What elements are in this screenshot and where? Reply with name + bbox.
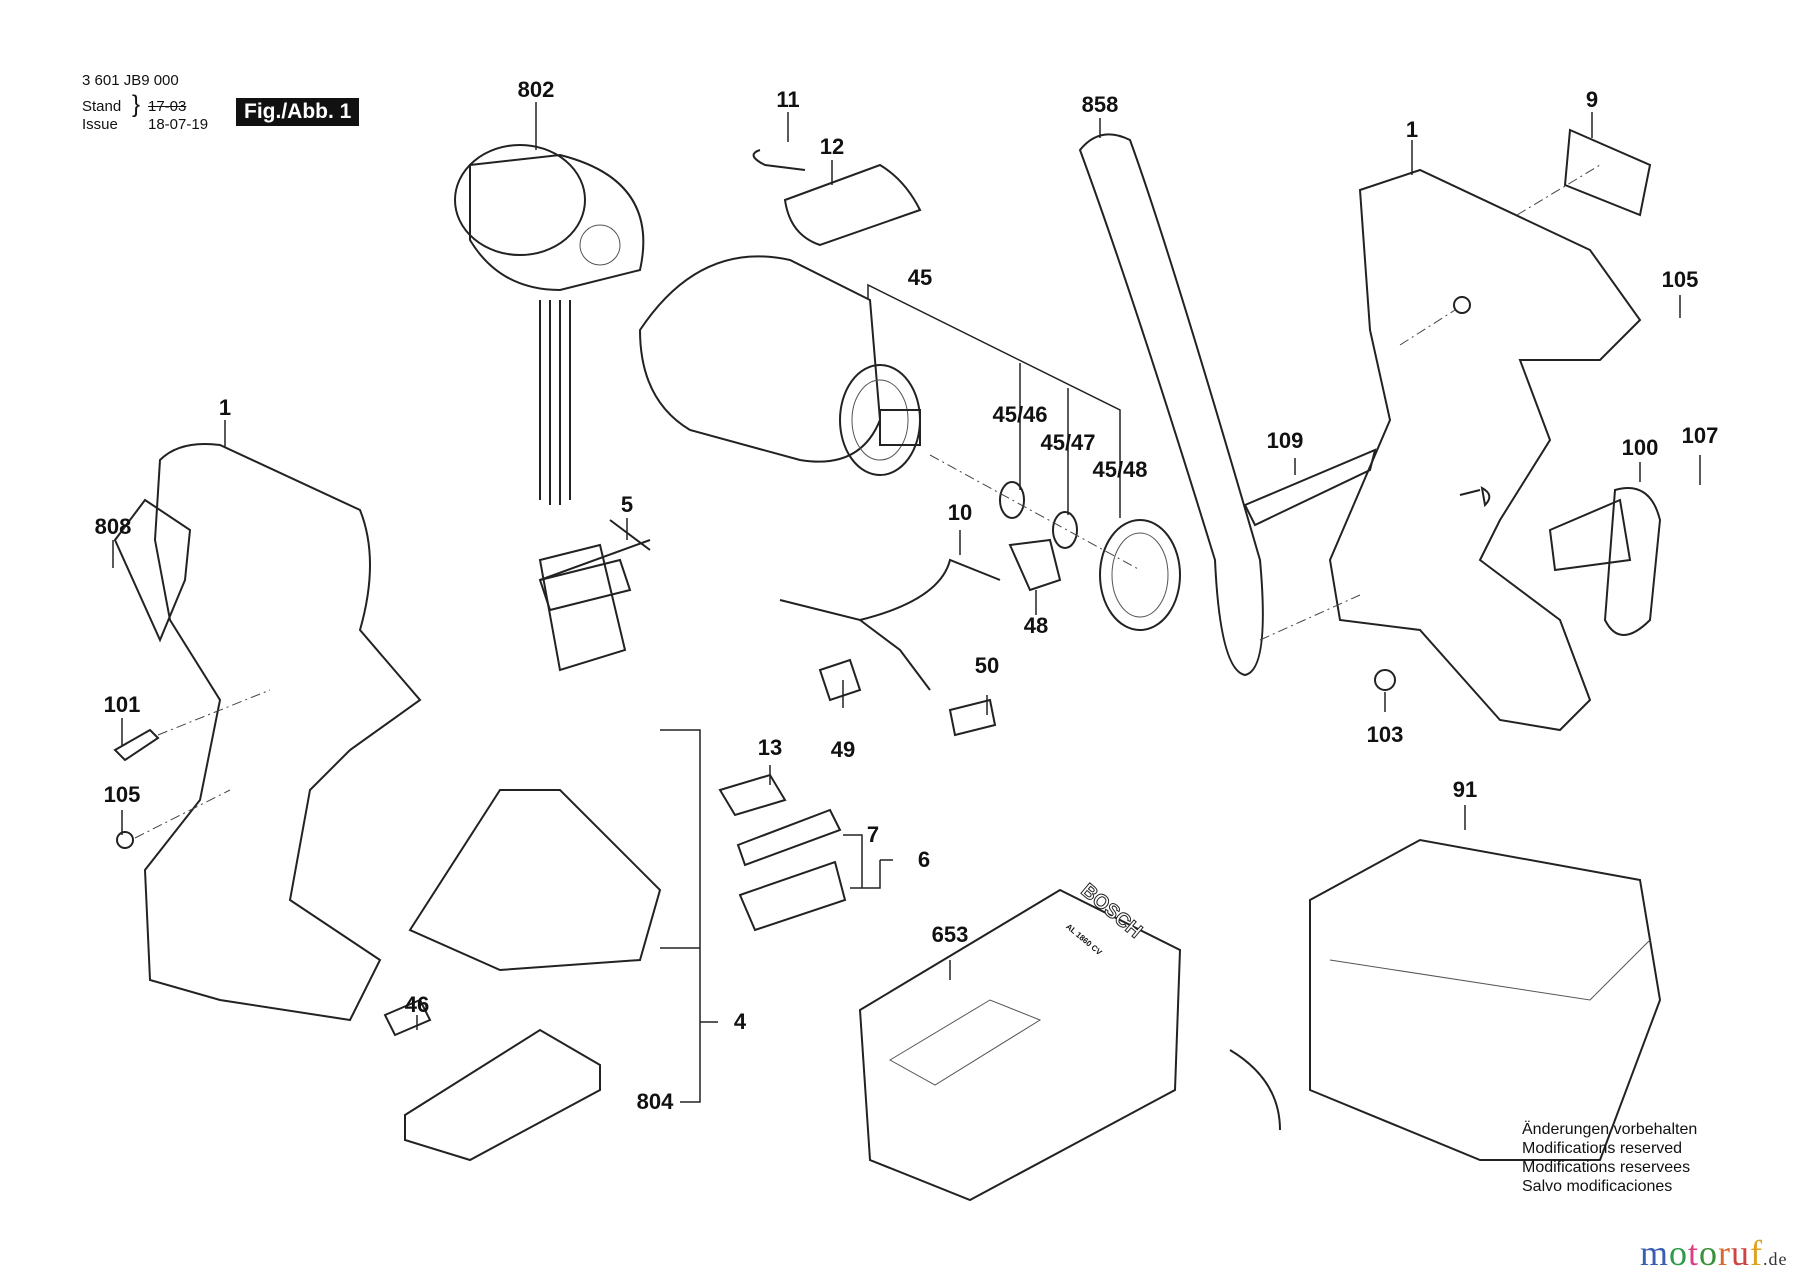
note-de: Änderungen vorbehalten xyxy=(1522,1121,1698,1138)
note-en: Modifications reserved xyxy=(1522,1140,1683,1157)
motoruf-logo: motoruf.de xyxy=(1640,1233,1788,1273)
screw-101-drawing xyxy=(113,728,160,762)
label-4[interactable]: 4 xyxy=(733,1009,747,1034)
strap-858-drawing xyxy=(1078,133,1264,677)
label-105-right[interactable]: 105 xyxy=(1661,267,1699,292)
label-858[interactable]: 858 xyxy=(1081,92,1119,117)
label-6[interactable]: 6 xyxy=(917,847,931,872)
part-48-drawing xyxy=(1008,538,1062,592)
switch-drawing xyxy=(538,543,627,672)
label-101[interactable]: 101 xyxy=(103,692,141,717)
issue-label: Issue xyxy=(82,116,118,133)
clip-11-drawing xyxy=(752,149,806,171)
spring-46-drawing xyxy=(383,998,432,1037)
part-50-drawing xyxy=(948,698,997,737)
label-653[interactable]: 653 xyxy=(931,922,969,947)
label-46[interactable]: 46 xyxy=(404,992,430,1017)
label-1-right[interactable]: 1 xyxy=(1405,117,1419,142)
gear-housing-45-drawing xyxy=(638,255,921,476)
label-9[interactable]: 9 xyxy=(1585,87,1599,112)
nut-103-drawing xyxy=(1374,669,1396,691)
label-5[interactable]: 5 xyxy=(620,492,634,517)
note-fr: Modifications reservees xyxy=(1522,1159,1691,1176)
issue-value: 18-07-19 xyxy=(148,116,209,133)
label-808-drawing xyxy=(113,498,192,643)
stand-label: Stand xyxy=(82,98,122,115)
brace-icon: } xyxy=(132,91,141,118)
label-49[interactable]: 49 xyxy=(830,737,856,762)
charger-653-drawing xyxy=(858,888,1182,1202)
base-plate-drawing xyxy=(408,789,662,972)
logo-tld: .de xyxy=(1763,1249,1788,1269)
stand-value: 17-03 xyxy=(148,98,187,115)
slider-5-drawing xyxy=(538,558,632,612)
part-number: 3 601 JB9 000 xyxy=(82,72,179,89)
ring-45-46-drawing xyxy=(999,481,1025,519)
housing-left-drawing xyxy=(143,443,422,1022)
label-100[interactable]: 100 xyxy=(1621,435,1659,460)
label-11[interactable]: 11 xyxy=(776,87,800,112)
label-91[interactable]: 91 xyxy=(1452,777,1478,802)
label-802[interactable]: 802 xyxy=(517,77,555,102)
label-45-47[interactable]: 45/47 xyxy=(1040,430,1096,455)
label-107[interactable]: 107 xyxy=(1681,423,1719,448)
module-6-drawing xyxy=(738,860,847,932)
label-13[interactable]: 13 xyxy=(757,735,783,760)
label-804[interactable]: 804 xyxy=(636,1089,674,1114)
motor-802-drawing xyxy=(454,144,645,505)
screw-105-right-drawing xyxy=(1453,296,1471,314)
label-105-left[interactable]: 105 xyxy=(103,782,141,807)
label-9-drawing xyxy=(1563,128,1652,217)
charger-cable-drawing xyxy=(1229,1049,1281,1131)
label-1-left[interactable]: 1 xyxy=(218,395,232,420)
housing-right-drawing xyxy=(1328,168,1642,732)
ring-45-47-drawing xyxy=(1052,511,1078,549)
coupling-45-48-drawing xyxy=(1099,519,1181,631)
screw-107-drawing xyxy=(1459,486,1491,508)
figure-label: Fig./Abb. 1 xyxy=(236,98,360,126)
label-12[interactable]: 12 xyxy=(819,134,845,159)
slider-5-detail xyxy=(539,519,651,581)
cable-10-drawing xyxy=(779,558,1001,691)
battery-91-drawing xyxy=(1309,838,1662,1161)
bit-109-drawing xyxy=(1243,448,1377,527)
screw-105-left-drawing xyxy=(116,831,134,849)
bracket-100-drawing xyxy=(1548,498,1632,572)
label-109[interactable]: 109 xyxy=(1266,428,1304,453)
label-48[interactable]: 48 xyxy=(1023,613,1049,638)
label-808[interactable]: 808 xyxy=(94,514,132,539)
label-103[interactable]: 103 xyxy=(1366,722,1404,747)
label-45-48[interactable]: 45/48 xyxy=(1092,457,1148,482)
label-45[interactable]: 45 xyxy=(907,265,933,290)
plate-804-drawing xyxy=(404,1028,601,1162)
leader-lines xyxy=(112,102,1701,1030)
label-45-46[interactable]: 45/46 xyxy=(992,402,1048,427)
modification-notes: Änderungen vorbehalten Modifications res… xyxy=(1522,1120,1697,1196)
pad-13-drawing xyxy=(718,773,787,817)
label-50[interactable]: 50 xyxy=(974,653,1000,678)
part-49-drawing xyxy=(818,658,862,702)
plate-7-drawing xyxy=(736,808,842,867)
note-es: Salvo modificaciones xyxy=(1522,1178,1673,1195)
cover-12-drawing xyxy=(783,163,922,247)
belt-clip-100-drawing xyxy=(1603,487,1662,636)
label-7[interactable]: 7 xyxy=(866,822,880,847)
label-10[interactable]: 10 xyxy=(947,500,973,525)
